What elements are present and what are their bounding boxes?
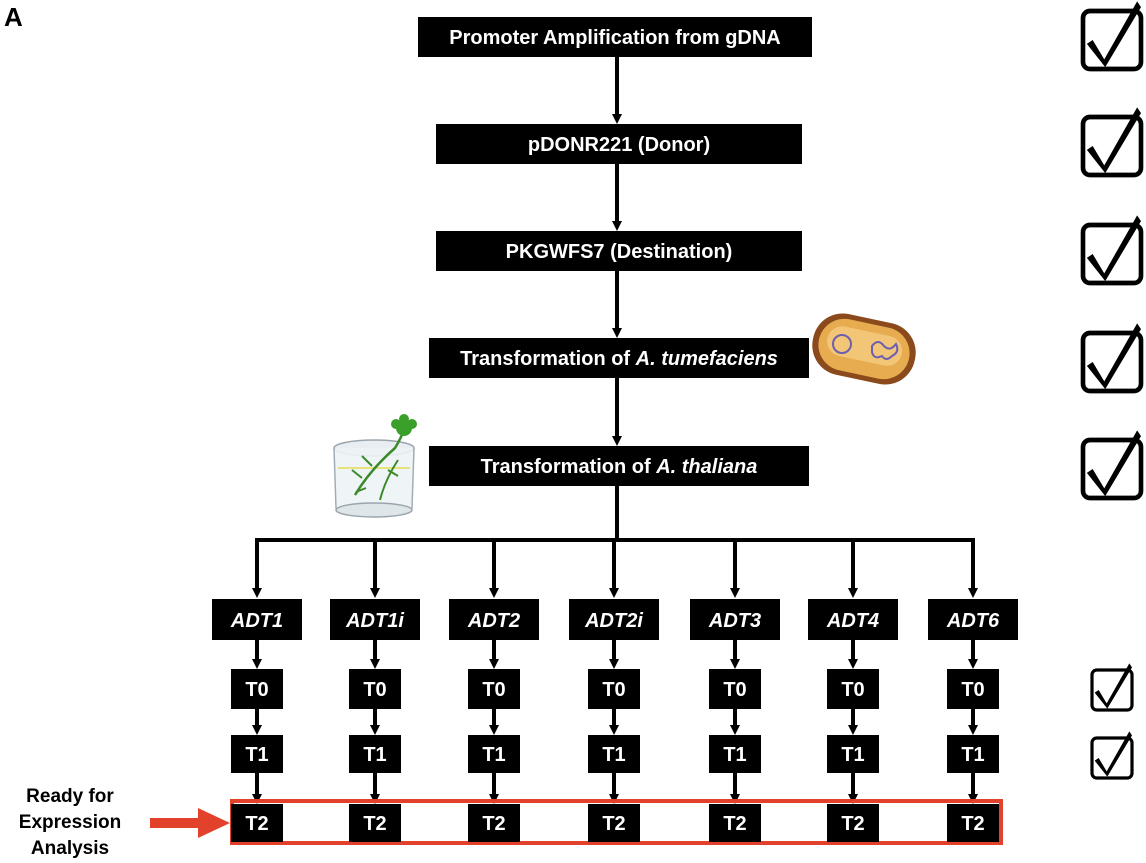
generation-box-t1: T1 <box>709 735 761 773</box>
step-label-4: Transformation of A. tumefaciens <box>460 348 778 370</box>
generation-label: T1 <box>602 744 625 766</box>
step-box-4: Transformation of A. tumefaciens <box>429 338 809 378</box>
generation-label: T1 <box>841 744 864 766</box>
generation-box-t0: T0 <box>349 669 401 709</box>
gene-box-adt6: ADT6 <box>928 599 1018 640</box>
ready-for-expression-label: Ready for Expression Analysis <box>0 784 140 862</box>
gene-box-adt1i: ADT1i <box>330 599 420 640</box>
step-label-2: pDONR221 (Donor) <box>528 134 710 156</box>
ready-arrow <box>150 808 230 838</box>
generation-label: T2 <box>841 813 864 835</box>
generation-label: T2 <box>482 813 505 835</box>
generation-box-t0: T0 <box>947 669 999 709</box>
gene-box-adt4: ADT4 <box>808 599 898 640</box>
panel-label: A <box>4 2 23 32</box>
checkbox-checked-icon <box>1080 1 1144 72</box>
generation-box-t1: T1 <box>827 735 879 773</box>
checks-layer <box>1080 1 1144 780</box>
step-box-2: pDONR221 (Donor) <box>436 124 802 164</box>
checkbox-checked-icon <box>1080 215 1144 286</box>
gene-label: ADT2i <box>584 610 643 632</box>
gene-label: ADT2 <box>467 610 520 632</box>
gene-box-adt1: ADT1 <box>212 599 302 640</box>
generation-box-t1: T1 <box>947 735 999 773</box>
bacterium-icon <box>812 313 916 385</box>
plant-in-jar-icon <box>333 414 417 518</box>
generation-label: T0 <box>363 679 386 701</box>
generation-box-t2: T2 <box>588 804 640 842</box>
generation-label: T0 <box>723 679 746 701</box>
step-label-5: Transformation of A. thaliana <box>481 456 758 478</box>
generation-label: T1 <box>723 744 746 766</box>
generation-label: T1 <box>363 744 386 766</box>
checkbox-checked-icon <box>1090 731 1134 780</box>
generation-box-t1: T1 <box>349 735 401 773</box>
generation-label: T2 <box>602 813 625 835</box>
generation-box-t2: T2 <box>468 804 520 842</box>
generation-label: T1 <box>482 744 505 766</box>
generation-label: T2 <box>723 813 746 835</box>
ready-label-line-3: Analysis <box>30 838 110 859</box>
generation-box-t0: T0 <box>827 669 879 709</box>
generation-label: T2 <box>363 813 386 835</box>
generation-box-t1: T1 <box>231 735 283 773</box>
steps-layer: Promoter Amplification from gDNA pDONR221… <box>418 17 812 486</box>
ready-label-line-1: Ready for <box>26 786 114 807</box>
generation-label: T2 <box>245 813 268 835</box>
checkbox-checked-icon <box>1080 430 1144 501</box>
gene-label: ADT6 <box>946 610 1000 632</box>
gene-label: ADT1i <box>345 610 404 632</box>
generation-label: T0 <box>841 679 864 701</box>
generation-box-t1: T1 <box>468 735 520 773</box>
gene-box-adt2i: ADT2i <box>569 599 659 640</box>
generation-label: T0 <box>482 679 505 701</box>
generation-label: T0 <box>245 679 268 701</box>
generation-box-t2: T2 <box>231 804 283 842</box>
ready-label-line-2: Expression <box>18 812 122 833</box>
generation-label: T1 <box>245 744 268 766</box>
step-box-3: PKGWFS7 (Destination) <box>436 231 802 271</box>
generation-box-t0: T0 <box>231 669 283 709</box>
generation-box-t0: T0 <box>588 669 640 709</box>
gene-label: ADT3 <box>708 610 761 632</box>
generation-box-t2: T2 <box>349 804 401 842</box>
generation-box-t0: T0 <box>709 669 761 709</box>
step-box-1: Promoter Amplification from gDNA <box>418 17 812 57</box>
checkbox-checked-icon <box>1080 323 1144 394</box>
step-label-3: PKGWFS7 (Destination) <box>506 241 733 263</box>
generation-label: T0 <box>961 679 984 701</box>
generation-box-t1: T1 <box>588 735 640 773</box>
step-box-5: Transformation of A. thaliana <box>429 446 809 486</box>
checkbox-checked-icon <box>1090 663 1134 712</box>
generation-box-t2: T2 <box>709 804 761 842</box>
step-label-1: Promoter Amplification from gDNA <box>449 27 781 49</box>
generation-label: T1 <box>961 744 984 766</box>
checkbox-checked-icon <box>1080 107 1144 178</box>
gene-label: ADT4 <box>826 610 879 632</box>
gene-box-adt3: ADT3 <box>690 599 780 640</box>
generation-label: T0 <box>602 679 625 701</box>
generation-box-t0: T0 <box>468 669 520 709</box>
gene-box-adt2: ADT2 <box>449 599 539 640</box>
gene-label: ADT1 <box>230 610 283 632</box>
generation-box-t2: T2 <box>947 804 999 842</box>
generation-label: T2 <box>961 813 984 835</box>
generation-box-t2: T2 <box>827 804 879 842</box>
